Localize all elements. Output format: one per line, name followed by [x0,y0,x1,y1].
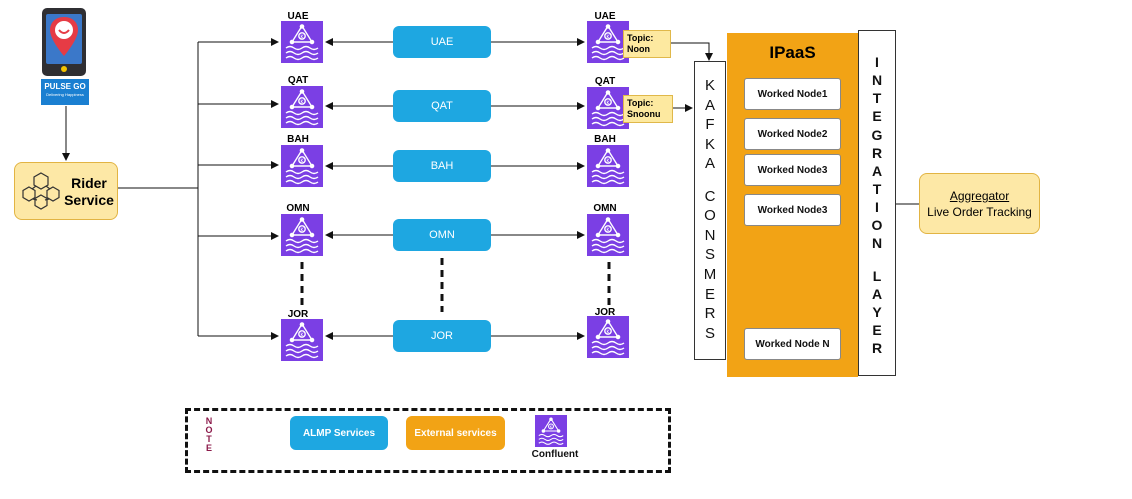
confluent-kafka-icon: K [587,21,629,63]
integration-layer-letter: I [875,199,879,215]
service-pill-omn: OMN [393,219,491,251]
kafka-consumers-letter: O [704,207,716,225]
integration-layer-letter: G [871,126,883,143]
integration-layer-letter: A [871,162,883,179]
kafka-consumers-letter: A [704,155,715,173]
svg-text:K: K [300,158,304,164]
region-label-bah-left: BAH [287,134,309,145]
region-label-qat-left: QAT [287,75,309,86]
kafka-consumers-letter: K [704,135,715,153]
confluent-kafka-icon: K [281,21,323,63]
legend-box [185,408,671,473]
integration-layer-letter: T [872,90,882,107]
integration-layer-letter: R [871,340,883,356]
worker-node-3b: Worked Node3 [744,194,841,226]
confluent-kafka-icon: K [281,145,323,187]
svg-text:K: K [300,34,304,40]
kafka-consumers-letter: S [704,324,715,342]
confluent-kafka-icon: K [587,214,629,256]
service-pill-jor: JOR [393,320,491,352]
worker-node-n: Worked Node N [744,328,841,360]
worker-node-1: Worked Node1 [744,78,841,110]
integration-layer-letter: O [871,217,883,234]
svg-text:K: K [300,332,304,338]
legend-confluent-icon: K [535,415,567,447]
service-pill-qat: QAT [393,90,491,122]
svg-text:K: K [300,227,304,233]
blockchain-cubes-icon [22,172,60,210]
svg-text:K: K [606,227,610,233]
kafka-consumers-letter: M [703,266,717,284]
legend-note-letter: O [205,425,213,435]
legend-confluent-label: Confluent [531,449,579,460]
confluent-kafka-icon: K [281,319,323,361]
ipaas-container: IPaaS Worked Node1 Worked Node2 Worked N… [727,33,858,377]
rider-service-label: Rider Service [64,175,114,208]
region-label-bah-right: BAH [594,134,616,145]
ipaas-title: IPaaS [769,43,816,62]
confluent-kafka-icon: K [587,145,629,187]
kafka-consumers-letter: C [704,187,716,205]
svg-text:K: K [550,424,553,429]
integration-layer-letter: I [875,54,879,70]
confluent-kafka-icon: K [281,86,323,128]
confluent-kafka-icon: K [587,316,629,358]
aggregator-node: Aggregator Live Order Tracking [919,173,1040,234]
aggregator-title: Aggregator [949,188,1010,203]
kafka-consumers-letter: N [704,226,716,244]
integration-layer-letter: T [872,180,882,197]
kafka-consumers-letter: R [704,305,716,323]
integration-layer-letter: A [871,285,883,302]
confluent-kafka-icon: K [281,214,323,256]
kafka-consumers-letter: A [704,96,715,114]
svg-text:K: K [300,99,304,105]
topic-tag-noon: Topic: Noon [623,30,671,58]
legend-note-letter: E [205,443,212,453]
region-label-uae-left: UAE [287,11,309,22]
service-pill-uae: UAE [393,26,491,58]
region-label-qat-right: QAT [594,76,616,87]
integration-layer-letter: L [872,267,882,284]
topic-tag-snoonu: Topic: Snoonu [623,95,673,123]
svg-text:K: K [606,100,610,106]
integration-layer-letter: N [871,235,883,252]
app-brand-name: PULSE GO [44,82,86,91]
svg-text:K: K [606,34,610,40]
worker-node-2: Worked Node2 [744,118,841,150]
svg-text:K: K [606,329,610,335]
region-label-uae-right: UAE [594,11,616,22]
legend-almp-services: ALMP Services [290,416,388,450]
rider-service-node: Rider Service [14,162,118,220]
integration-layer-letter: Y [872,303,882,320]
worker-node-3: Worked Node3 [744,154,841,186]
legend-external-services: External services [406,416,505,450]
pulse-go-phone-icon [42,8,86,76]
kafka-consumers-letter: E [704,285,715,303]
legend-note-letter: T [206,434,212,444]
integration-layer-letter: E [872,108,882,125]
region-label-omn-right: OMN [593,203,617,214]
kafka-consumers-letter: F [705,116,715,134]
region-label-jor-right: JOR [594,307,616,318]
region-label-jor-left: JOR [287,309,309,320]
svg-text:K: K [606,158,610,164]
service-pill-bah: BAH [393,150,491,182]
aggregator-subtitle: Live Order Tracking [927,204,1032,219]
region-label-omn-left: OMN [286,203,310,214]
integration-layer-letter: E [872,321,882,338]
app-tagline: Delivering Happiness [46,92,84,97]
kafka-consumers-letter: K [704,77,715,94]
confluent-kafka-icon: K [587,87,629,129]
integration-layer-letter: N [871,72,883,89]
pulse-go-logo: PULSE GO Delivering Happiness [41,79,89,105]
integration-layer-letter: R [871,144,883,161]
legend-note-letter: N [205,416,213,426]
kafka-consumers-letter: S [704,246,715,264]
